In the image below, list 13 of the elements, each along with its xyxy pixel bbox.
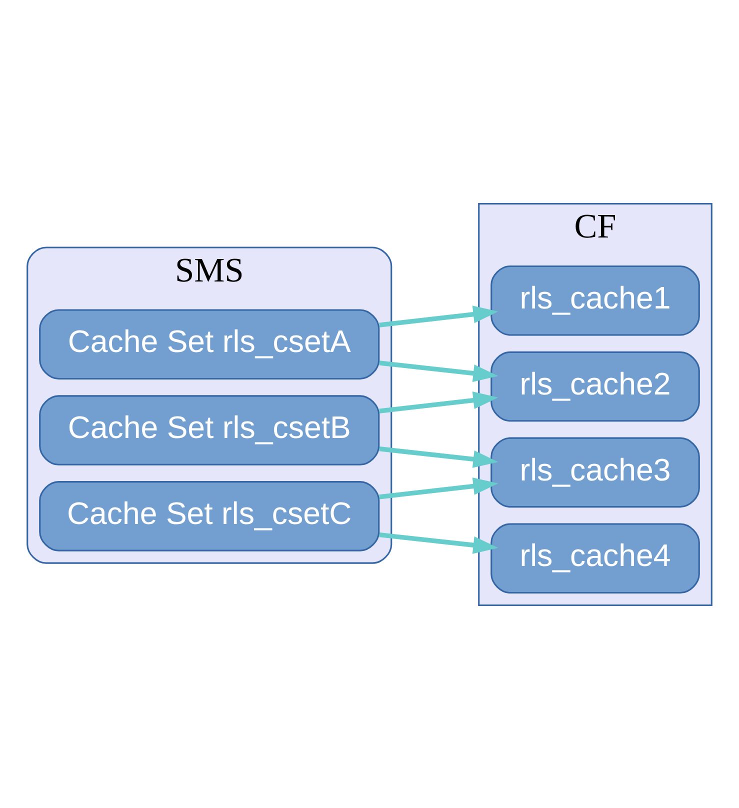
arrow: [379, 446, 498, 468]
node-box: rls_cache1: [490, 264, 700, 336]
node-box: Cache Set rls_csetB: [39, 394, 380, 465]
arrow: [379, 360, 498, 382]
arrow: [379, 391, 498, 413]
node-box: Cache Set rls_csetC: [39, 480, 380, 551]
node-box: rls_cache3: [490, 436, 700, 508]
arrow: [379, 532, 498, 554]
arrow: [379, 305, 498, 327]
node-box: rls_cache2: [490, 350, 700, 422]
node-box: rls_cache4: [490, 522, 700, 594]
arrow: [379, 476, 498, 499]
node-box: Cache Set rls_csetA: [39, 308, 380, 379]
